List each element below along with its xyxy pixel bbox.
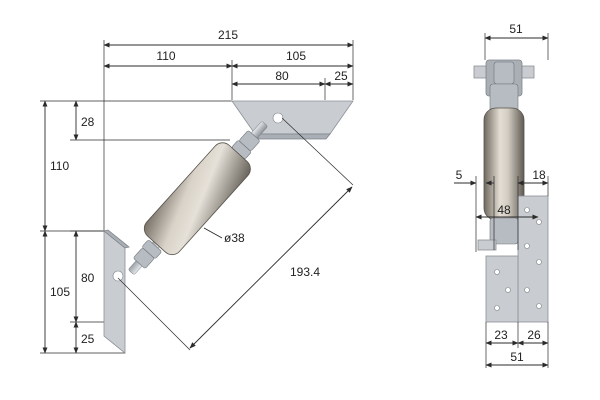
dim-upper-height: 110 xyxy=(50,159,69,173)
dim-plate-width: 48 xyxy=(497,203,511,217)
dim-top-width: 51 xyxy=(509,22,523,36)
front-top-bolt xyxy=(493,61,515,85)
front-view: 51 5 18 48 xyxy=(454,22,549,368)
front-right-bracket xyxy=(517,195,549,323)
dim-line-diagonal xyxy=(189,186,353,349)
dim-diagonal: 193.4 xyxy=(290,265,320,279)
lower-bracket-plate xyxy=(103,230,126,354)
roller-assembly xyxy=(128,121,268,275)
dim-right-part: 26 xyxy=(527,328,541,342)
dim-bottom-width: 51 xyxy=(510,350,524,364)
dim-roller-diameter: ø38 xyxy=(224,231,245,245)
dim-top-drop: 28 xyxy=(81,115,95,129)
side-view: 215 110 105 80 25 110 105 28 80 25 xyxy=(40,28,354,354)
dim-gap: 5 xyxy=(456,168,463,182)
top-bracket-plate xyxy=(231,100,354,135)
dim-top-plate-offset: 25 xyxy=(334,69,348,83)
dim-lower-plate: 80 xyxy=(81,271,95,285)
top-plate-hole xyxy=(272,112,284,124)
dim-offset: 18 xyxy=(532,168,546,182)
dim-lower-height: 105 xyxy=(50,285,70,299)
dim-right-span: 105 xyxy=(286,49,306,63)
lower-plate-hole xyxy=(112,270,124,282)
dim-top-plate: 80 xyxy=(275,69,289,83)
dim-left-span: 110 xyxy=(156,49,175,63)
dim-lower-offset: 25 xyxy=(81,332,95,346)
dim-overall-width: 215 xyxy=(218,28,238,42)
front-left-bracket xyxy=(485,255,519,323)
dim-left-part: 23 xyxy=(494,328,508,342)
